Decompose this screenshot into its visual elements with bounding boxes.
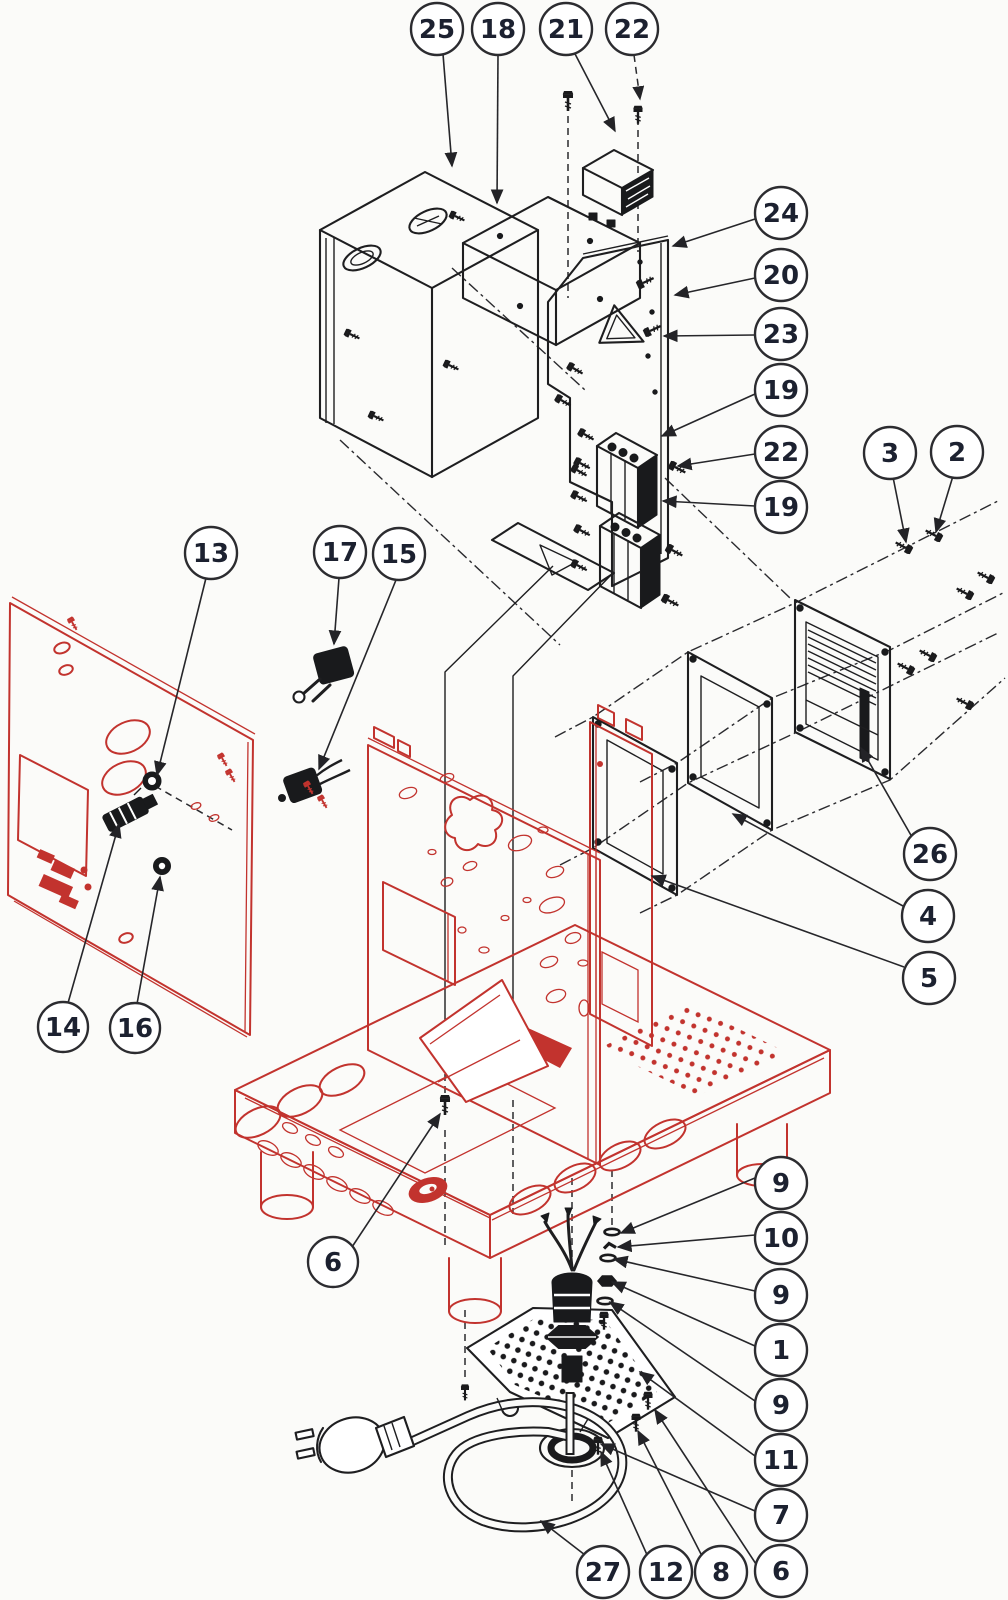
callout-22-top: 22	[604, 1, 660, 57]
svg-text:20: 20	[763, 261, 799, 291]
callout-20: 20	[753, 247, 809, 303]
rear-panel-red	[7, 596, 256, 1038]
electronics-box-part	[461, 195, 642, 347]
svg-text:12: 12	[648, 1558, 684, 1588]
mounting-bracket-part	[438, 235, 670, 1117]
svg-text:8: 8	[712, 1558, 730, 1588]
callout-23: 23	[753, 306, 809, 362]
callout-9-b: 9	[753, 1267, 809, 1323]
callout-16: 16	[108, 1001, 162, 1055]
power-cord-part	[294, 1392, 628, 1533]
callout-15: 15	[371, 526, 427, 582]
svg-text:7: 7	[772, 1501, 790, 1531]
side-panel-red	[589, 704, 653, 1047]
svg-text:17: 17	[322, 538, 358, 568]
switch-part-17	[292, 646, 355, 704]
panel-logo-graphic	[36, 849, 92, 910]
svg-text:19: 19	[763, 376, 799, 406]
callout-24: 24	[753, 185, 809, 241]
callout-1: 1	[753, 1322, 809, 1378]
callout-27: 27	[575, 1544, 631, 1600]
chassis-red	[234, 726, 831, 1324]
leader-lines	[67, 49, 954, 1565]
callout-13: 13	[183, 525, 239, 581]
callout-9-a: 9	[753, 1155, 809, 1211]
svg-text:11: 11	[763, 1446, 799, 1476]
svg-text:24: 24	[763, 199, 799, 229]
callout-4: 4	[900, 888, 956, 944]
svg-text:6: 6	[324, 1248, 342, 1278]
svg-text:26: 26	[912, 840, 948, 870]
svg-text:13: 13	[193, 539, 229, 569]
svg-text:9: 9	[772, 1281, 790, 1311]
frame-part-5	[591, 715, 679, 897]
callout-2: 2	[929, 424, 985, 480]
terminal-box-part	[561, 89, 655, 228]
svg-text:16: 16	[117, 1014, 153, 1044]
chassis-feet	[260, 1123, 788, 1324]
power-plug	[294, 1415, 416, 1474]
svg-text:27: 27	[585, 1558, 621, 1588]
svg-text:1: 1	[772, 1336, 790, 1366]
deck-logo-graphic	[408, 1177, 448, 1203]
svg-text:2: 2	[948, 438, 966, 468]
svg-text:9: 9	[772, 1391, 790, 1421]
callout-18: 18	[470, 1, 526, 57]
nut-part	[153, 857, 171, 875]
callout-5: 5	[901, 950, 957, 1006]
switch-part-15	[278, 758, 351, 804]
svg-text:15: 15	[381, 540, 417, 570]
svg-text:3: 3	[881, 439, 899, 469]
svg-text:5: 5	[920, 964, 938, 994]
callout-25: 25	[409, 1, 465, 57]
callout-9-c: 9	[753, 1377, 809, 1433]
callout-26: 26	[902, 826, 958, 882]
callout-11: 11	[753, 1432, 809, 1488]
svg-text:14: 14	[45, 1013, 81, 1043]
svg-text:22: 22	[763, 438, 799, 468]
callout-3: 3	[862, 425, 918, 481]
callout-22-mid: 22	[753, 424, 809, 480]
svg-text:21: 21	[548, 15, 584, 45]
callout-7: 7	[753, 1487, 809, 1543]
svg-text:6: 6	[772, 1557, 790, 1587]
callouts: 25 18 21 22 24 20 23 19 22 19 3 2 13 17 …	[36, 1, 985, 1600]
svg-text:9: 9	[772, 1169, 790, 1199]
screw-set-right	[892, 525, 997, 713]
svg-text:23: 23	[763, 320, 799, 350]
callout-21: 21	[538, 1, 594, 57]
heating-frame-part-26	[793, 598, 892, 781]
callout-14: 14	[36, 1000, 90, 1054]
svg-text:19: 19	[763, 493, 799, 523]
frame-part-4	[686, 650, 774, 832]
panel-components	[102, 646, 355, 875]
cartridge-part	[102, 793, 158, 832]
terminal-block-parts	[568, 431, 689, 611]
water-tank-part	[318, 170, 540, 479]
svg-text:4: 4	[919, 902, 937, 932]
callout-17: 17	[312, 524, 368, 580]
callout-6-left: 6	[306, 1235, 360, 1289]
callout-19-upper: 19	[753, 362, 809, 418]
callout-12: 12	[638, 1544, 694, 1600]
callout-19-lower: 19	[753, 479, 809, 535]
callout-8: 8	[693, 1544, 749, 1600]
svg-text:22: 22	[614, 15, 650, 45]
svg-text:25: 25	[419, 15, 455, 45]
callout-10: 10	[753, 1210, 809, 1266]
svg-text:18: 18	[480, 15, 516, 45]
callout-6-bottom: 6	[753, 1543, 809, 1599]
indicator-lamp-part	[133, 771, 162, 796]
svg-text:10: 10	[763, 1224, 799, 1254]
